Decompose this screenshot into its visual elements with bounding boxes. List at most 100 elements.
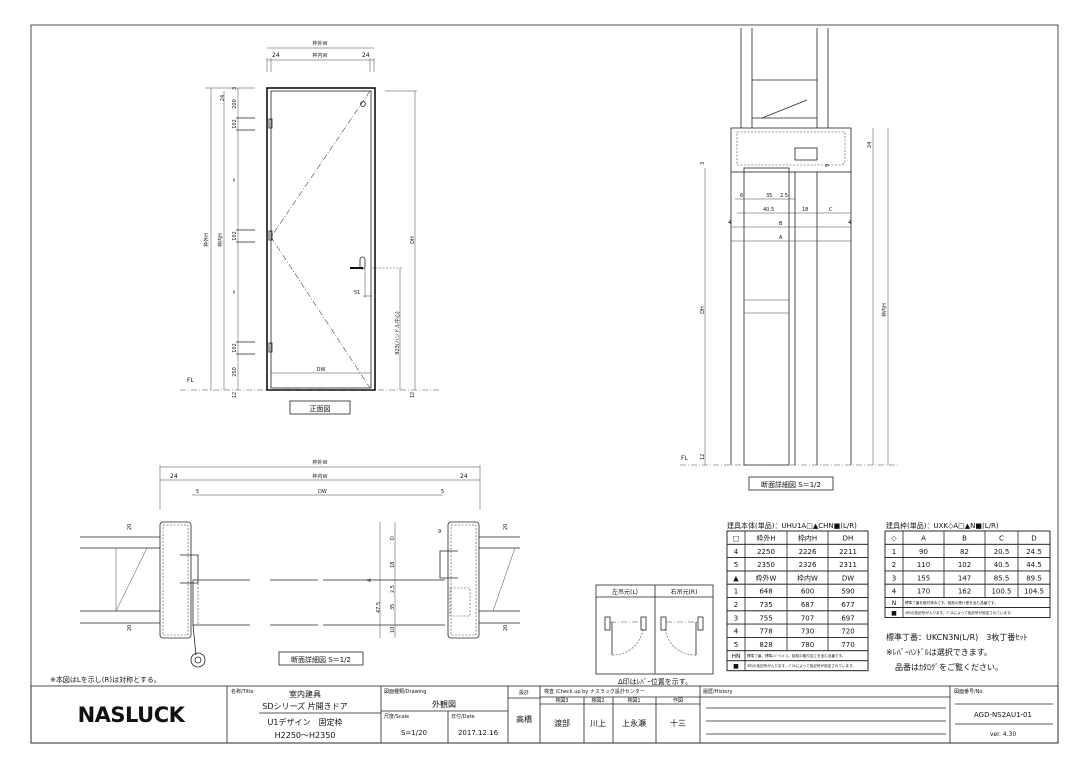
table-cell: 2326 (799, 561, 817, 569)
table-cell: 590 (841, 588, 854, 596)
dim-20c: 20 (503, 524, 509, 530)
table-cell: 755 (759, 614, 772, 622)
checker-role-2: 検図2 (591, 697, 604, 704)
horizontal-section-caption-box (278, 651, 364, 666)
title-line2: SDシリーズ 片開きドア (262, 701, 347, 711)
table-cell: 85.5 (994, 574, 1010, 582)
checker-role-3: 検図1 (627, 697, 640, 704)
symmetry-note: ※本図はLを示し(R)は対称とする。 (50, 675, 161, 684)
table-cell: 5 (734, 641, 738, 649)
number-label: 図面番号/No. (954, 688, 984, 695)
drawing-type: 外観図 (432, 699, 456, 709)
table-cell: DW (842, 574, 854, 582)
table-cell: 778 (759, 628, 772, 636)
dim-top-24: 24 (220, 95, 226, 101)
dim-side-left: 24 (272, 52, 280, 59)
table-cell: 90 (919, 548, 928, 556)
date-label: 日付/Date (451, 713, 475, 720)
table-cell: 2226 (799, 548, 817, 556)
dim-eq2: = (232, 290, 238, 294)
door-frame (266, 87, 376, 391)
checker-name-3: 上永瀬 (622, 718, 646, 728)
table-cell: 1 (892, 548, 896, 556)
dim-24-left: 24 (170, 473, 178, 480)
table-cell: 枠内W (797, 573, 818, 582)
history-label: 履歴/History (703, 689, 733, 695)
check-label: 検査 /Check up by ナスラック設計センター (544, 688, 645, 695)
table-cell: 735 (759, 601, 772, 609)
lever-select-note: ※ﾚﾊﾞｰﾊﾝﾄﾞﾙは選択できます。 (886, 647, 992, 657)
table-cell: 3 (892, 574, 896, 582)
table-row (884, 530, 1051, 545)
drawing-label: 図面種類/Drawing (384, 688, 426, 695)
fl-label: FL (187, 377, 194, 384)
dim-3v: 3 (700, 162, 706, 165)
note-text: 標準丁番を取付済みです。錠前の受け座を含む品番です。 (905, 600, 998, 605)
table-cell: 44.5 (1026, 561, 1042, 569)
dim-12: 12 (232, 392, 238, 398)
hinge-top (268, 118, 273, 129)
table-cell: ▲ (733, 574, 739, 582)
table-cell: 697 (841, 614, 854, 622)
dim-9-h: 9 (438, 529, 441, 535)
checker-name-2: 川上 (590, 719, 606, 728)
table-cell: 707 (801, 614, 814, 622)
dim-24-right: 24 (460, 473, 468, 480)
table-cell: 5 (734, 561, 738, 569)
dim-6: 6 (740, 193, 743, 199)
designer-label: 設計 (519, 689, 529, 696)
hinge-right-label: 右吊元(R) (671, 588, 698, 596)
front-view-caption: 正面図 (310, 405, 331, 413)
dim-35-h: 35 (390, 604, 396, 610)
hinge-left-label: 左吊元(L) (612, 588, 638, 596)
table-cell: 770 (841, 641, 854, 649)
dim-b: B (779, 221, 783, 227)
designer-name: 高橋 (516, 714, 532, 724)
table-cell: 4 (734, 548, 739, 556)
dim-frame-outer-w: 枠外W (313, 40, 328, 47)
table-cell: 3 (734, 614, 738, 622)
fl-label-v: FL (681, 455, 688, 462)
dim-20b: 20 (127, 625, 133, 631)
table-cell: ◇ (891, 535, 897, 543)
front-view-caption-box (289, 400, 351, 415)
dim-24: 24 (867, 142, 873, 148)
dim-20d: 20 (503, 625, 509, 631)
table-cell: 2311 (839, 561, 857, 569)
dim-frame-inner-h: 枠内H (217, 233, 224, 247)
dim-frame-inner-w: 枠内W (313, 52, 328, 59)
dim-47-5: 47.5 (376, 602, 382, 613)
table-cell: 147 (958, 574, 971, 582)
table-cell: 600 (801, 588, 814, 596)
dim-35: 35 (766, 193, 772, 199)
dim-3: 3 (232, 87, 238, 90)
table-cell: C (999, 535, 1004, 543)
dim-2-5: 2.5 (780, 193, 788, 199)
dim-inner-h: 枠内H (881, 303, 888, 317)
dim-dw-h: DW (318, 489, 327, 495)
table-cell: 104.5 (1024, 588, 1044, 596)
date-value: 2017.12.16 (458, 729, 499, 737)
dim-a: A (779, 235, 783, 241)
vertical-section-caption: 断面詳細図 S＝1/2 (761, 480, 821, 489)
table-cell: 677 (841, 601, 854, 609)
dim-eq1: = (232, 178, 238, 182)
table-cell: 2250 (757, 548, 775, 556)
dim-frame-outer-h: 枠外H (203, 233, 210, 247)
table-cell: 2211 (839, 548, 857, 556)
drawing-number: AGD-NS2AU1-01 (974, 711, 1032, 719)
table-cell: 687 (801, 601, 814, 609)
title-line3: U1デザイン 固定枠 (268, 717, 343, 727)
checker-role-4: 作図 (673, 697, 683, 704)
scale-label: 尺度/Scale (384, 713, 409, 720)
note-key: N (892, 600, 897, 607)
dim-handle-height: 923(ハンドル中心) (394, 311, 401, 354)
dim-10: 10 (390, 627, 396, 633)
dim-102a: 102 (232, 119, 238, 129)
table-cell: 枠外W (756, 573, 777, 582)
dim-a-h: A (367, 578, 373, 582)
hinge-standard-note: 標準丁番：UKCN3N(L/R) 3枚丁番ｾｯﾄ (886, 632, 1027, 642)
note-text: 3桁の色記号が入ります。ﾊﾟﾈﾙによって色記号が設定されています。 (905, 610, 1014, 615)
drawing-version: ver. 4.30 (990, 731, 1017, 738)
table-cell: 648 (759, 588, 772, 596)
